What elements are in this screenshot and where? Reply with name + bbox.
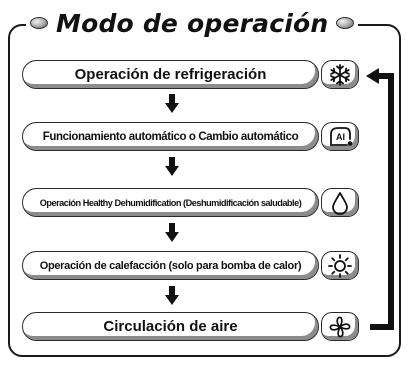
title-right-bullet-icon [336, 17, 355, 29]
water-drop-icon [321, 188, 359, 217]
mode-label-heating: Operación de calefacción (solo para bomb… [22, 251, 319, 280]
fan-icon [321, 312, 359, 341]
mode-label-dehumidification: Operación Healthy Dehumidification (Desh… [22, 188, 319, 217]
title-group: Modo de operación [26, 3, 359, 43]
down-arrow-icon [165, 94, 179, 113]
title-left-bullet-icon [30, 17, 48, 29]
mode-label-auto: Funcionamiento automático o Cambio autom… [22, 122, 319, 151]
ai-icon-text: AI [336, 132, 345, 142]
sun-icon [321, 251, 359, 280]
snowflake-icon [321, 60, 359, 89]
mode-label-fan: Circulación de aire [22, 312, 319, 341]
page-title: Modo de operación [56, 8, 329, 38]
down-arrow-icon [165, 286, 179, 305]
mode-label-cooling: Operación de refrigeración [22, 60, 319, 89]
ai-icon: AI [321, 122, 359, 151]
down-arrow-icon [165, 223, 179, 242]
down-arrow-icon [165, 157, 179, 176]
